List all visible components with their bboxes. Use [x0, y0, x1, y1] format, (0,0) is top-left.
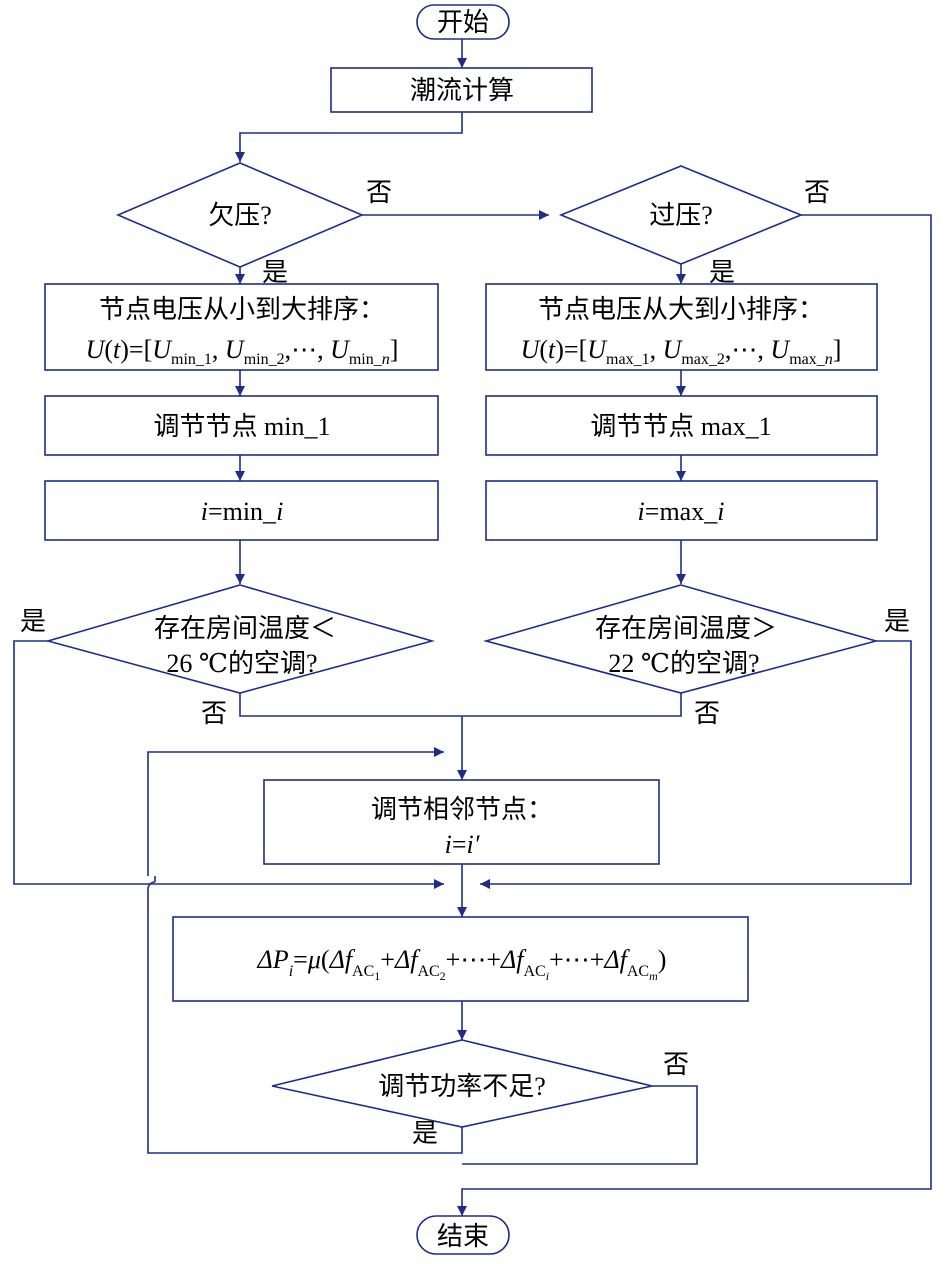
left-sort-title: 节点电压从小到大排序：	[99, 295, 385, 324]
end-label: 结束	[437, 1222, 489, 1251]
arrowhead	[235, 386, 245, 396]
arrowhead	[434, 879, 444, 889]
left-sort-formula: U(t)=[Umin_1, Umin_2,⋯, Umin_n]	[86, 335, 399, 368]
power-flow-box	[330, 67, 593, 113]
arrowhead	[457, 58, 467, 68]
arrowhead	[235, 574, 245, 584]
left-temp-decision	[45, 584, 435, 694]
left-temp-line2: 26 ℃的空调?	[166, 649, 317, 678]
left-temp-no-label: 否	[201, 699, 227, 728]
arrowhead	[235, 152, 245, 162]
arrowhead	[235, 274, 245, 284]
arrowhead	[457, 770, 467, 780]
undervoltage-no-label: 否	[366, 178, 392, 207]
right-adjust-label: 调节节点 max_1	[590, 412, 771, 441]
arrowhead	[676, 471, 686, 481]
arrowhead	[457, 1030, 467, 1040]
right-temp-no-label: 否	[694, 699, 720, 728]
arrowhead	[480, 879, 490, 889]
right-assign-box	[485, 480, 878, 541]
power-shortage-decision	[271, 1039, 653, 1128]
formula-label: ΔPi=μ(ΔfAC1+ΔfAC2+⋯+ΔfACi+⋯+ΔfACm)	[257, 945, 667, 983]
left-temp-line1: 存在房间温度＜	[154, 614, 336, 643]
right-temp-yes-label: 是	[884, 607, 910, 636]
arrowhead	[676, 274, 686, 284]
right-temp-line1: 存在房间温度＞	[595, 614, 777, 643]
start-terminal	[416, 4, 510, 40]
undervoltage-yes-label: 是	[262, 258, 288, 287]
left-adjust-box	[44, 395, 439, 456]
formula-box	[172, 916, 749, 1002]
undervoltage-decision	[115, 162, 365, 268]
left-adjust-label: 调节节点 min_1	[154, 412, 331, 441]
right-sort-formula: U(t)=[Umax_1, Umax_2,⋯, Umax_n]	[521, 335, 842, 368]
arrowhead	[434, 747, 444, 757]
adjacent-title: 调节相邻节点：	[371, 795, 553, 824]
right-adjust-box	[485, 395, 878, 456]
arrowhead	[457, 1206, 467, 1216]
arrowheads	[235, 58, 686, 1216]
undervoltage-label: 欠压?	[208, 201, 272, 230]
power-shortage-yes-label: 是	[412, 1119, 438, 1148]
arrowhead	[676, 574, 686, 584]
overvoltage-no-label: 否	[804, 178, 830, 207]
end-terminal	[416, 1215, 510, 1255]
start-label: 开始	[437, 8, 489, 37]
right-assign-label: i=max_i	[638, 497, 725, 526]
arrowhead	[676, 386, 686, 396]
left-sort-box	[44, 283, 439, 371]
left-temp-yes-label: 是	[20, 607, 46, 636]
arrowhead	[235, 471, 245, 481]
connectors	[13, 39, 932, 1216]
overvoltage-label: 过压?	[649, 201, 713, 230]
right-temp-decision	[483, 584, 879, 694]
right-sort-box	[485, 283, 878, 371]
left-assign-box	[44, 480, 439, 541]
overvoltage-yes-label: 是	[709, 258, 735, 287]
right-sort-title: 节点电压从大到小排序：	[538, 295, 824, 324]
left-assign-label: i=min_i	[201, 497, 284, 526]
power-flow-label: 潮流计算	[410, 76, 514, 105]
right-temp-line2: 22 ℃的空调?	[608, 649, 759, 678]
adjacent-assign: i=i′	[445, 830, 480, 859]
overvoltage-decision	[558, 165, 804, 265]
power-shortage-label: 调节功率不足?	[378, 1072, 546, 1101]
adjacent-node-box	[263, 779, 660, 865]
power-shortage-no-label: 否	[663, 1050, 689, 1079]
arrowhead	[457, 907, 467, 917]
arrowhead	[539, 210, 549, 220]
